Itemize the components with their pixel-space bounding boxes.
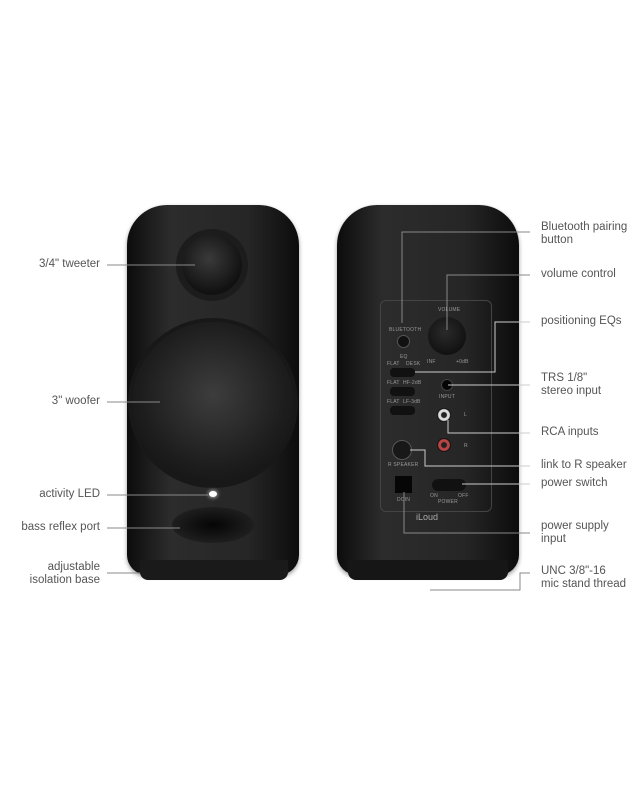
label-bluetooth-line1: Bluetooth pairing <box>541 221 628 233</box>
r-speaker-label: R SPEAKER <box>388 462 419 468</box>
label-psu: power supply input <box>541 520 609 546</box>
label-link: link to R speaker <box>541 459 627 471</box>
label-base-line1: adjustable <box>47 561 100 573</box>
label-woofer: 3" woofer <box>51 395 100 407</box>
label-volume: volume control <box>541 268 616 280</box>
rca-right-jack[interactable] <box>437 438 451 452</box>
back-base <box>348 560 508 580</box>
eq2-hf-label: HF-2dB <box>403 380 422 386</box>
front-base <box>140 560 288 580</box>
label-unc-line2: mic stand thread <box>541 578 627 590</box>
eq1-desk-label: DESK <box>406 361 421 367</box>
bass-reflex-port <box>172 507 254 543</box>
power-off-label: OFF <box>458 493 469 499</box>
label-psu-line2: input <box>541 533 566 545</box>
bluetooth-pairing-button[interactable] <box>397 335 410 348</box>
label-rca: RCA inputs <box>541 426 599 438</box>
eq1-flat-label: FLAT <box>387 361 400 367</box>
power-on-label: ON <box>430 493 438 499</box>
line-bluetooth <box>401 231 530 323</box>
label-unc: UNC 3/8"-16 mic stand thread <box>541 565 626 591</box>
eq-switch-hf[interactable] <box>390 387 415 396</box>
line-rca <box>447 420 530 434</box>
dc-in-jack[interactable] <box>395 476 412 493</box>
volume-max-label: +0dB <box>456 359 469 365</box>
back-panel <box>380 300 492 512</box>
activity-led <box>209 491 217 497</box>
label-power-switch: power switch <box>541 477 608 489</box>
line-psu <box>403 492 530 534</box>
eq3-flat-label: FLAT <box>387 399 400 405</box>
eq2-flat-label: FLAT <box>387 380 400 386</box>
line-link <box>410 449 530 467</box>
panel-bluetooth-label: BLUETOOTH <box>389 327 422 333</box>
label-tweeter: 3/4" tweeter <box>39 258 100 270</box>
label-trs-line2: stereo input <box>541 385 602 397</box>
line-volume <box>446 274 530 330</box>
label-unc-line1: UNC 3/8"-16 <box>541 565 606 577</box>
line-unc <box>430 572 530 591</box>
label-base-line2: isolation base <box>29 574 100 586</box>
label-isolation-base: adjustable isolation base <box>30 561 100 587</box>
label-eq: positioning EQs <box>541 315 622 327</box>
eq-switch-desk[interactable] <box>390 368 415 377</box>
label-psu-line1: power supply <box>541 520 609 532</box>
rca-l-label: L <box>464 412 467 418</box>
dcin-label: DCIN <box>397 497 411 503</box>
label-trs-line1: TRS 1/8" <box>541 372 588 384</box>
rca-left-jack[interactable] <box>437 408 451 422</box>
label-bass-reflex-port: bass reflex port <box>21 521 100 533</box>
label-bluetooth-line2: button <box>541 234 573 246</box>
line-eq <box>415 321 530 373</box>
panel-volume-label: VOLUME <box>438 307 461 313</box>
eq-switch-lf[interactable] <box>390 406 415 415</box>
back-speaker <box>337 205 519 575</box>
power-toggle[interactable] <box>432 479 466 491</box>
brand-logo: iLoud <box>416 512 439 522</box>
rca-r-label: R <box>464 443 468 449</box>
eq3-lf-label: LF-3dB <box>403 399 421 405</box>
eq-label: EQ <box>400 354 408 360</box>
input-label: INPUT <box>439 394 455 400</box>
volume-min-label: INF <box>427 359 436 365</box>
label-activity-led: activity LED <box>39 488 100 500</box>
label-bluetooth: Bluetooth pairing button <box>541 221 627 247</box>
power-label: POWER <box>438 499 458 505</box>
label-trs: TRS 1/8" stereo input <box>541 372 601 398</box>
woofer <box>132 322 294 484</box>
